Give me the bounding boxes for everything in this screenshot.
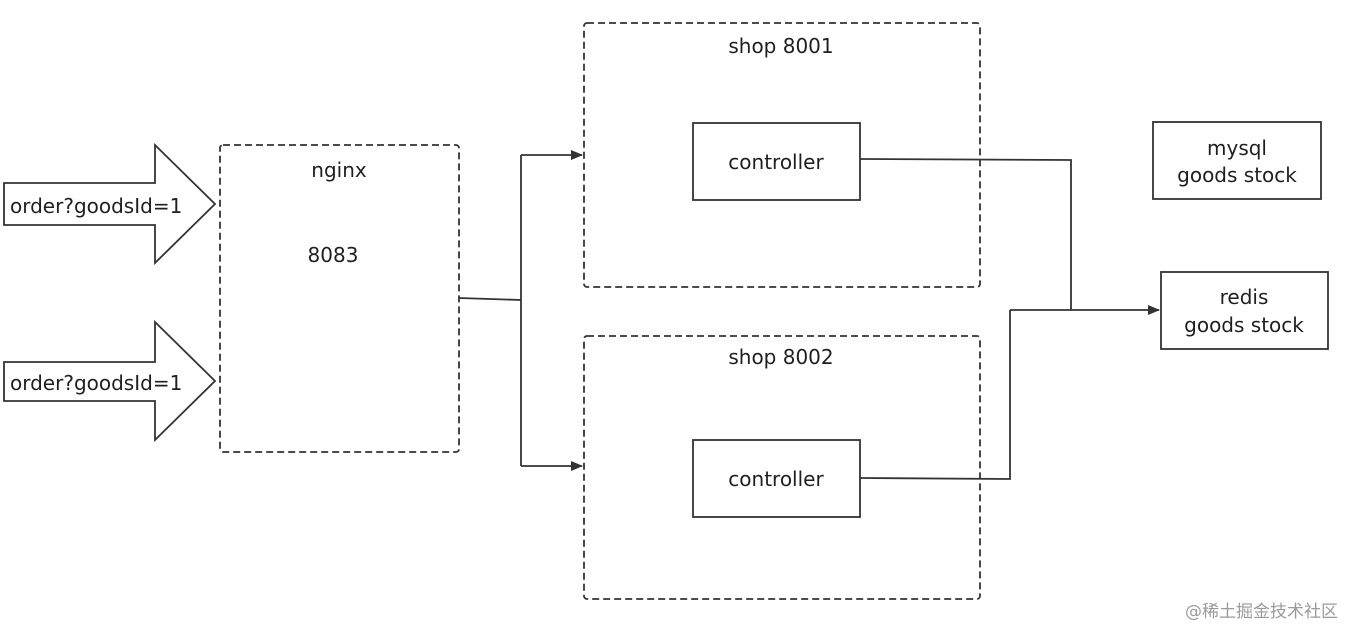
shop-8002-box bbox=[583, 335, 981, 600]
shop-8002-controller-label: controller bbox=[728, 467, 824, 491]
redis-label-line2: goods stock bbox=[1184, 313, 1304, 337]
nginx-node: nginx 8083 bbox=[219, 144, 460, 453]
request-arrow-2-shape bbox=[3, 319, 217, 443]
watermark-text: @稀土掘金技术社区 bbox=[1185, 602, 1338, 622]
controller-8002-to-redis-line bbox=[859, 310, 1011, 480]
shop-8002-title: shop 8002 bbox=[728, 345, 833, 369]
request-arrow-2: order?goodsId=1 bbox=[3, 319, 217, 443]
shop-8001-controller-box bbox=[692, 122, 861, 201]
controller-8001-to-redis-line bbox=[859, 158, 1072, 310]
nginx-box bbox=[219, 144, 460, 453]
nginx-to-shops-connector bbox=[458, 150, 583, 471]
shop-8002-node: shop 8002 controller bbox=[583, 335, 981, 600]
request-arrow-1-shape bbox=[3, 142, 217, 266]
mysql-label-line1: mysql bbox=[1207, 136, 1267, 160]
shop-8001-title: shop 8001 bbox=[728, 34, 833, 58]
shop-8002-controller-box bbox=[692, 439, 861, 518]
controllers-to-redis-connector bbox=[859, 158, 1160, 480]
redis-label-line1: redis bbox=[1220, 285, 1269, 309]
nginx-port: 8083 bbox=[308, 243, 359, 267]
mysql-node: mysql goods stock bbox=[1152, 121, 1322, 200]
request-arrow-1-label: order?goodsId=1 bbox=[10, 194, 182, 218]
nginx-out-line bbox=[458, 297, 522, 301]
request-arrow-2-label: order?goodsId=1 bbox=[10, 371, 182, 395]
redis-box bbox=[1160, 271, 1329, 350]
shop-8001-box bbox=[583, 22, 981, 288]
nginx-title: nginx bbox=[311, 158, 367, 182]
mysql-box bbox=[1152, 121, 1322, 200]
request-arrow-1: order?goodsId=1 bbox=[3, 142, 217, 266]
redis-node: redis goods stock bbox=[1160, 271, 1329, 350]
mysql-label-line2: goods stock bbox=[1177, 163, 1297, 187]
shop-8001-node: shop 8001 controller bbox=[583, 22, 981, 288]
shop-8001-controller-label: controller bbox=[728, 150, 824, 174]
